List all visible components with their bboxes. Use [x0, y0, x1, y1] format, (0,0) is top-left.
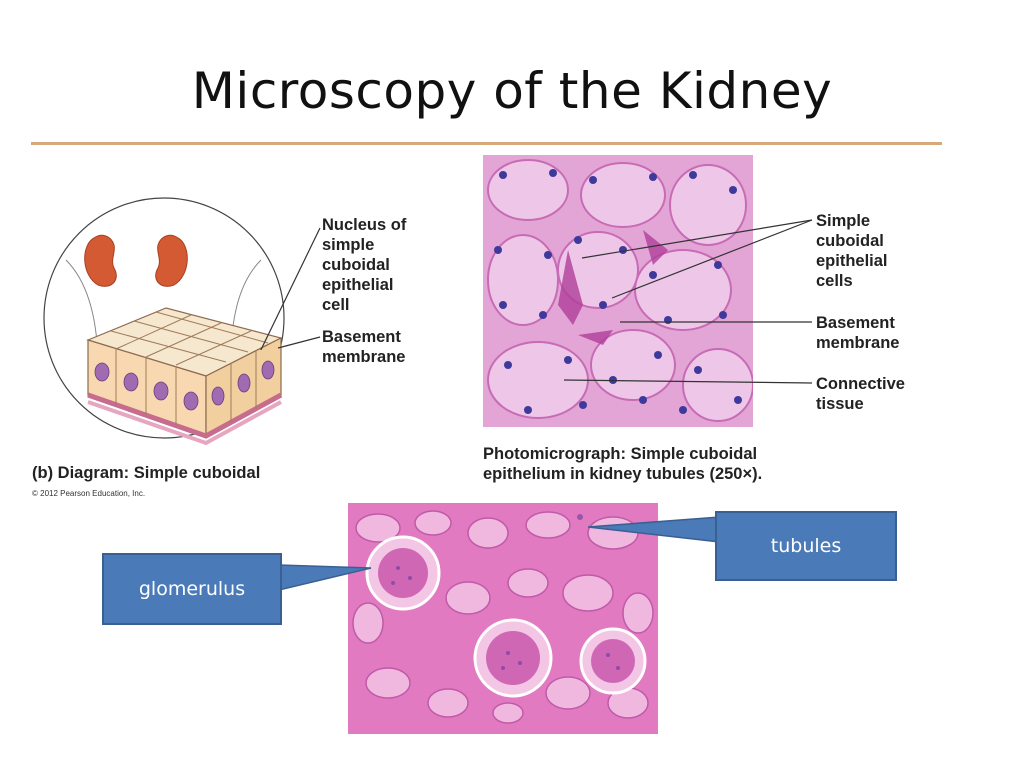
- kidney-left-icon: [84, 234, 117, 287]
- glomerulus-callout: glomerulus: [102, 553, 282, 625]
- photomicrograph-image: [483, 155, 753, 427]
- diagram-caption: (b) Diagram: Simple cuboidal: [32, 464, 261, 482]
- label-connective-tissue: Connective tissue: [816, 375, 905, 413]
- photo-caption: Photomicrograph: Simple cuboidal epithel…: [483, 445, 763, 483]
- tubules-callout-pointer: [588, 516, 721, 543]
- label-nucleus: Nucleus of simple cuboidal epithelial ce…: [322, 216, 407, 314]
- histology-image: [348, 503, 658, 734]
- kidney-right-icon: [155, 234, 188, 287]
- copyright-text: © 2012 Pearson Education, Inc.: [32, 489, 146, 498]
- photo-pointer-lines: [563, 219, 813, 384]
- tubules-callout: tubules: [715, 511, 897, 581]
- title-divider: [31, 142, 942, 145]
- diagram-pointer-lines: [260, 227, 321, 350]
- label-basement-membrane-diagram: Basement membrane: [322, 328, 406, 366]
- cuboidal-diagram-illustration: [43, 197, 285, 446]
- glomerulus-callout-pointer: [279, 564, 372, 591]
- slide-title: Microscopy of the Kidney: [191, 62, 833, 120]
- label-simple-cuboidal-cells: Simple cuboidal epithelial cells: [816, 212, 888, 290]
- label-basement-membrane-photo: Basement membrane: [816, 314, 900, 352]
